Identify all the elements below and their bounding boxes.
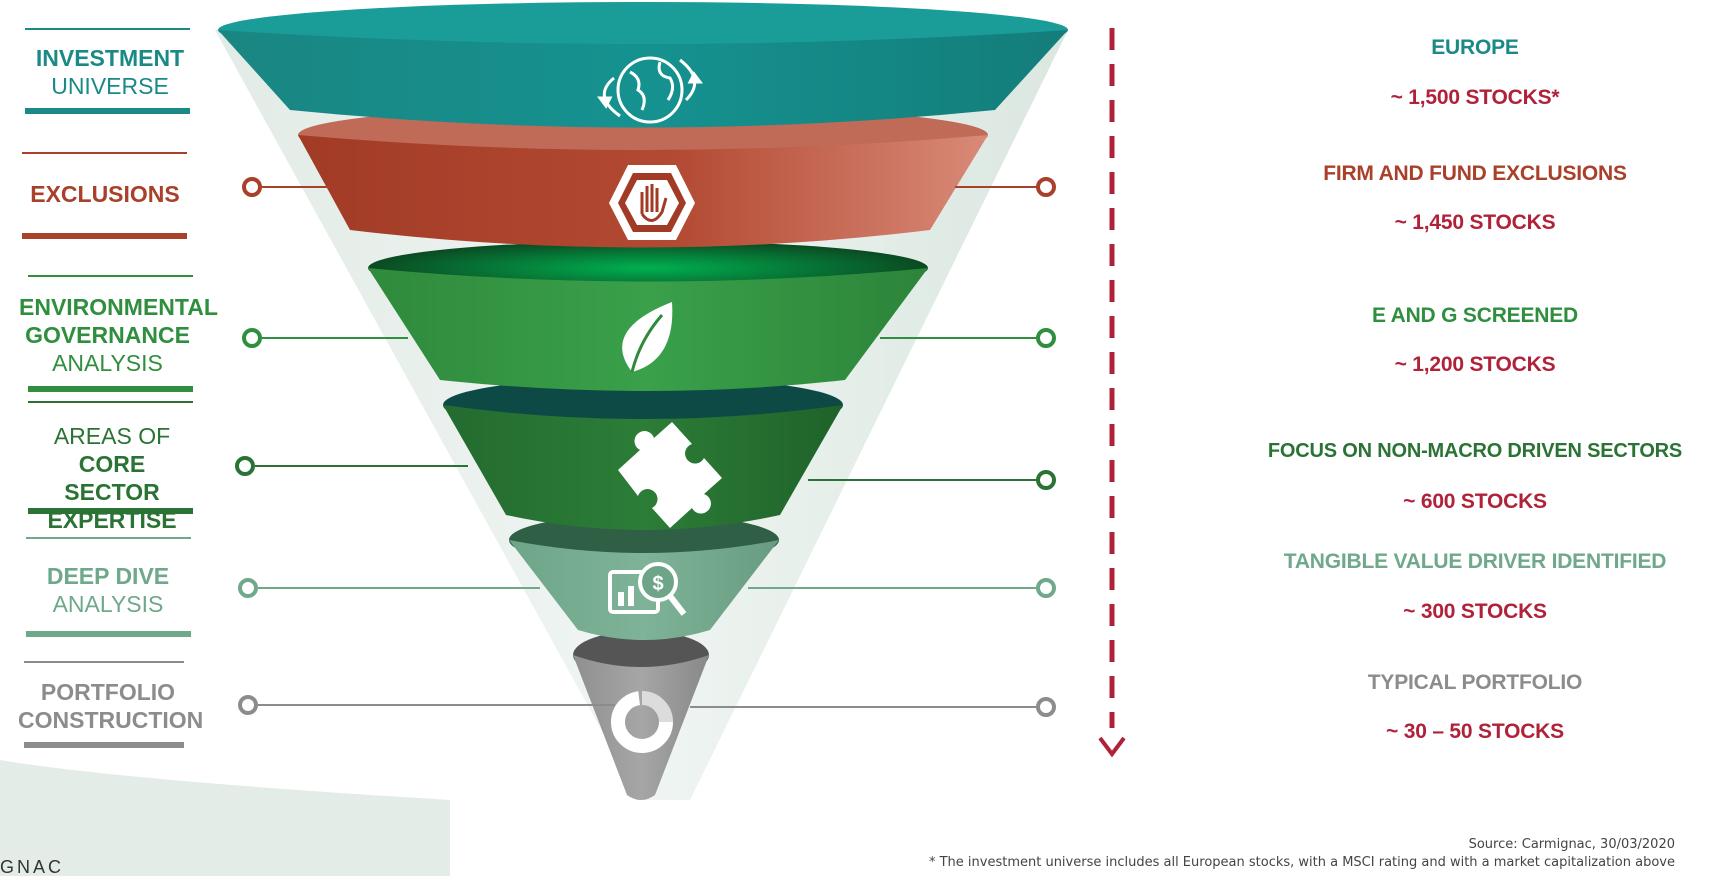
left-label-investment-universe: INVESTMENT UNIVERSE — [10, 44, 210, 100]
decorative-sweep — [0, 760, 450, 876]
left-label-core-sector: AREAS OF CORE SECTOR EXPERTISE — [12, 422, 212, 534]
connector-lines — [255, 186, 1038, 708]
right-title-eg-screened: E AND G SCREENED — [1371, 304, 1579, 327]
left-rule-portfolio-top — [24, 661, 184, 663]
right-count-value-driver: ~ 300 STOCKS — [1403, 600, 1547, 623]
right-title-portfolio: TYPICAL PORTFOLIO — [1367, 671, 1583, 694]
left-label-bold: ENVIRONMENTAL GOVERNANCE — [19, 294, 218, 348]
right-title-value-driver: TANGIBLE VALUE DRIVER IDENTIFIED — [1283, 550, 1667, 573]
puzzle-piece-icon — [618, 422, 722, 528]
left-label-environmental: ENVIRONMENTAL GOVERNANCE ANALYSIS — [5, 293, 218, 377]
left-label-exclusions: EXCLUSIONS — [5, 180, 205, 208]
left-label-normal: UNIVERSE — [51, 73, 169, 99]
right-count-portfolio: ~ 30 – 50 STOCKS — [1386, 720, 1564, 743]
left-label-bold: EXCLUSIONS — [30, 181, 180, 207]
left-label-deep-dive: DEEP DIVE ANALYSIS — [8, 562, 208, 618]
left-rule-universe — [25, 108, 190, 114]
left-rule-deep-top — [26, 537, 191, 539]
source-note: Source: Carmignac, 30/03/2020 — [1468, 837, 1675, 852]
funnel-level-portfolio — [573, 655, 709, 800]
globe-icon — [597, 56, 703, 124]
right-count-exclusions: ~ 1,450 STOCKS — [1394, 211, 1556, 234]
right-count-europe: ~ 1,500 STOCKS* — [1390, 86, 1560, 109]
left-rule-portfolio — [24, 742, 184, 748]
left-label-bold: CORE SECTOR EXPERTISE — [47, 451, 177, 533]
left-label-normal: ANALYSIS — [52, 591, 164, 617]
right-title-non-macro: FOCUS ON NON-MACRO DRIVEN SECTORS — [1267, 440, 1683, 462]
left-rule-env — [28, 386, 193, 392]
leaf-icon — [622, 302, 673, 373]
left-rule-core-top — [28, 401, 193, 403]
dashed-arrow — [1098, 28, 1126, 758]
left-rule-exclusions — [22, 233, 187, 239]
left-label-portfolio: PORTFOLIO CONSTRUCTION — [8, 678, 208, 734]
footnote: * The investment universe includes all E… — [928, 855, 1675, 870]
right-count-non-macro: ~ 600 STOCKS — [1403, 490, 1547, 513]
chart-magnifier-icon: $ — [608, 562, 687, 616]
left-rule-deep — [26, 631, 191, 637]
left-label-pre: AREAS OF — [53, 423, 171, 449]
left-label-bold: INVESTMENT — [35, 45, 185, 71]
left-rule-env-top — [28, 275, 193, 277]
logo-fragment: GNAC — [0, 857, 65, 877]
left-rule-exclusions-top — [22, 152, 187, 154]
stop-hand-icon — [609, 165, 695, 240]
right-title-europe: EUROPE — [1431, 36, 1519, 59]
left-label-bold: PORTFOLIO CONSTRUCTION — [18, 679, 204, 733]
connector-endpoints — [235, 177, 1056, 717]
right-title-exclusions: FIRM AND FUND EXCLUSIONS — [1323, 162, 1627, 185]
svg-text:$: $ — [652, 573, 663, 595]
left-rule-top — [25, 28, 190, 30]
right-count-eg-screened: ~ 1,200 STOCKS — [1394, 353, 1556, 376]
left-label-bold: DEEP DIVE — [46, 563, 170, 589]
funnel-level-universe — [218, 30, 1068, 128]
left-label-normal: ANALYSIS — [52, 350, 163, 376]
left-rule-core — [28, 508, 193, 514]
donut-chart-icon — [611, 691, 673, 753]
